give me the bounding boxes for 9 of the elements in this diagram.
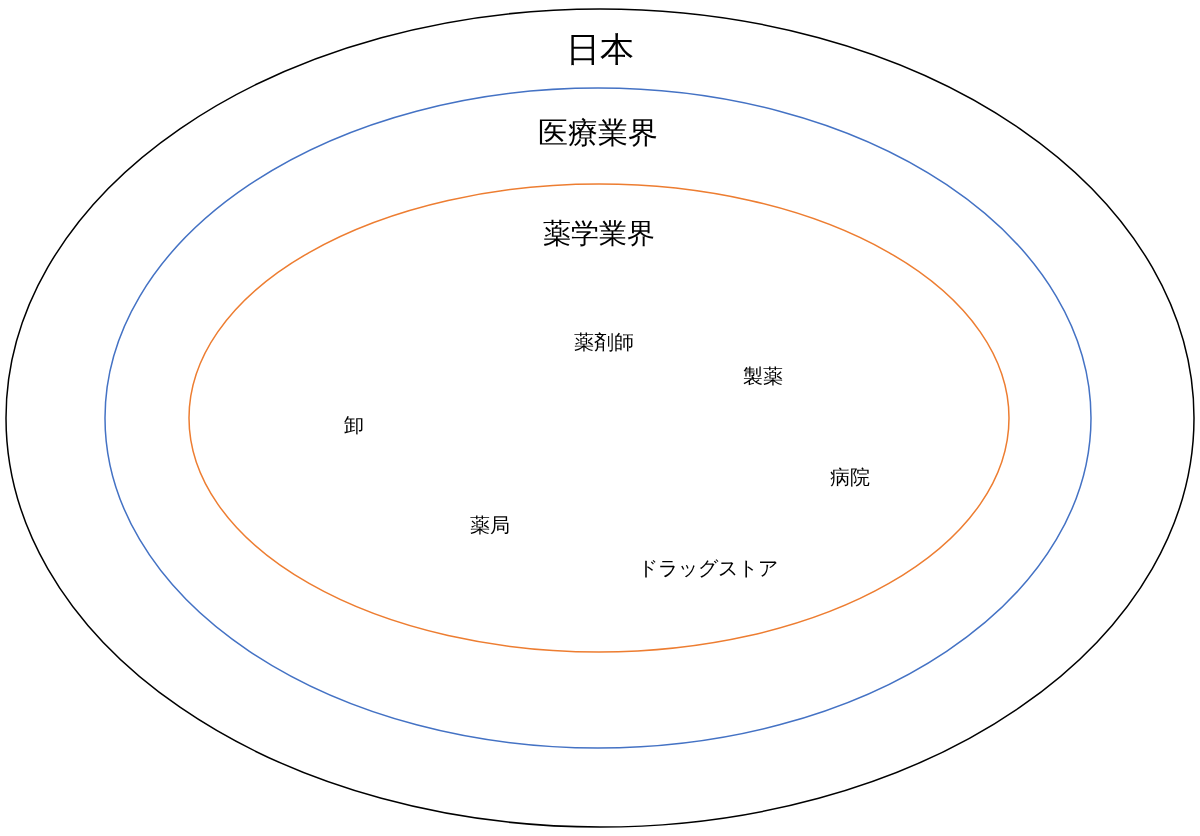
label: 薬剤師 bbox=[574, 330, 634, 354]
label: ドラッグストア bbox=[638, 556, 778, 580]
label: 薬局 bbox=[470, 513, 510, 537]
label: 卸 bbox=[344, 413, 364, 437]
heading: 日本 bbox=[566, 31, 634, 68]
label: 病院 bbox=[830, 465, 870, 489]
heading: 薬学業界 bbox=[543, 218, 655, 249]
heading: 医療業界 bbox=[538, 116, 658, 149]
label: 製薬 bbox=[743, 364, 783, 388]
